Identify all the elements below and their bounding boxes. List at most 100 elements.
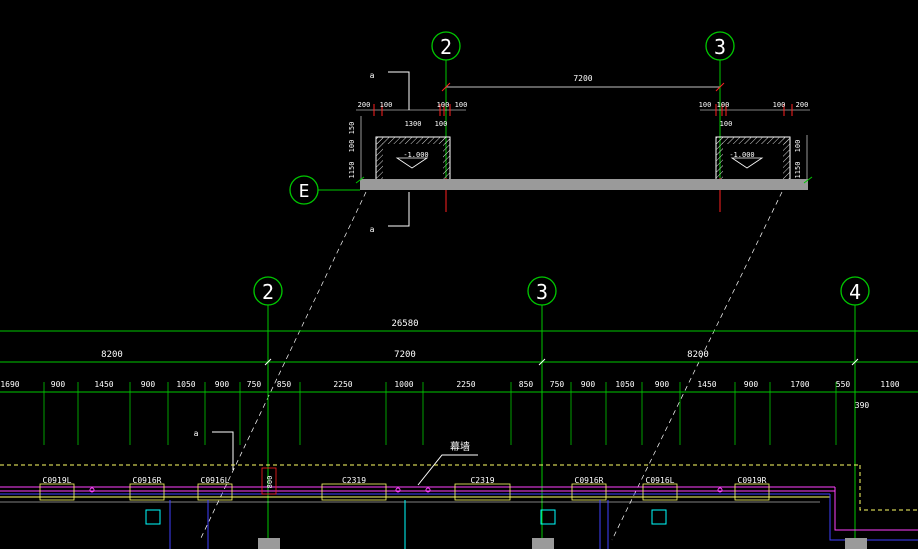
detail-view: 2 3 E 7200 200 100 100 100 1300 100 100 …: [289, 31, 813, 234]
plan-subdim-8: 2250: [333, 380, 352, 389]
detail-left-dim-0: 200: [358, 101, 371, 109]
window-label-7: C0919R: [738, 476, 767, 485]
plan-span-0: 8200: [101, 350, 123, 360]
window-frame-6: [642, 483, 678, 501]
plan-view: 2 3 4 26580 8200 7200 8200 1690 900 1450 90…: [0, 276, 918, 549]
plan-axis-3-label: 3: [536, 280, 548, 304]
projection-line-left: [199, 191, 367, 541]
tick: [264, 358, 272, 366]
window-frame-2: [197, 483, 233, 501]
plan-subdim-3: 900: [141, 380, 156, 389]
plan-section-leader: [212, 431, 234, 470]
detail-level-left: -1.000: [403, 151, 428, 159]
detail-axis-2-label: 2: [440, 35, 452, 59]
column-2: [258, 538, 280, 549]
plan-axis-2-label: 2: [262, 280, 274, 304]
detail-left-level-mark: [395, 157, 429, 169]
window-hinge-2: [425, 487, 431, 493]
plan-subdim-5: 900: [215, 380, 230, 389]
detail-rvdim-0: 100: [794, 140, 802, 153]
small-dim-label: 800: [266, 476, 274, 489]
plan-subdim-12: 750: [550, 380, 565, 389]
plan-subdim-14: 1050: [615, 380, 634, 389]
column-3: [532, 538, 554, 549]
detail-left-dim-1: 100: [380, 101, 393, 109]
window-frame-4: [454, 483, 511, 501]
hatch-side: [716, 137, 723, 181]
window-label-5: C0916R: [575, 476, 604, 485]
window-label-2: C0916L: [201, 476, 230, 485]
wall-corner-1: [859, 465, 918, 511]
detail-vdim-1: 100: [348, 140, 356, 153]
window-hinge-3: [717, 487, 723, 493]
plan-subdim-11: 850: [519, 380, 534, 389]
detail-axis-3-bubble: [705, 31, 735, 61]
plan-subdim-16: 1450: [697, 380, 716, 389]
detail-vdim-0: 150: [348, 122, 356, 135]
plan-axis-4-label: 4: [849, 280, 861, 304]
detail-left-dim-2: 100: [437, 101, 450, 109]
window-frame-7: [734, 483, 770, 501]
detail-span-label: 7200: [573, 74, 592, 83]
curtain-wall-label: 幕墙: [450, 440, 470, 453]
plan-subdim-13: 900: [581, 380, 596, 389]
plan-subdim-10: 2250: [456, 380, 475, 389]
projection-line-right: [611, 191, 783, 541]
curtain-wall-leader: [417, 454, 478, 486]
window-frame-3: [321, 483, 387, 501]
detail-section-mark-bottom: [388, 192, 410, 227]
window-label-6: C0916L: [646, 476, 675, 485]
detail-level-right: -1.000: [729, 151, 754, 159]
detail-rvdim-1: 1150: [794, 162, 802, 179]
plan-subdim-1: 900: [51, 380, 66, 389]
detail-axis-e-bubble: [289, 175, 319, 205]
window-frame-5: [571, 483, 607, 501]
plan-subdim-9: 1000: [394, 380, 413, 389]
detail-section-label-top: a: [370, 71, 375, 80]
hatch-side: [376, 137, 383, 181]
detail-section-mark-top: [388, 71, 410, 110]
detail-right-dim-0: 100: [699, 101, 712, 109]
hatch-side: [443, 137, 450, 181]
detail-left-well-hatch: [376, 137, 450, 144]
detail-axis-e-label: E: [299, 181, 310, 202]
fixture-1: [145, 509, 161, 525]
window-hinge-0: [89, 487, 95, 493]
plan-subdims: 1690 900 1450 900 1050 900 750 850 2250 1000 2250 8…: [0, 380, 900, 445]
slab-tick: [355, 176, 365, 184]
fixture-2: [540, 509, 556, 525]
small-dim-box: [261, 467, 277, 495]
tick: [538, 358, 546, 366]
hatch-side: [783, 137, 790, 181]
tick: [851, 358, 859, 366]
window-hinge-1: [395, 487, 401, 493]
plan-span-1: 7200: [394, 350, 416, 360]
slab-tick: [803, 176, 813, 184]
detail-left-dim-3: 100: [455, 101, 468, 109]
plan-subdim-extra: 390: [855, 401, 870, 410]
detail-right-dim-3: 200: [796, 101, 809, 109]
detail-vdim-2: 1150: [348, 162, 356, 179]
hatch-top: [716, 137, 790, 144]
plan-subdim-2: 1450: [94, 380, 113, 389]
plan-section-label: a: [194, 429, 199, 438]
plan-subdim-18: 1700: [790, 380, 809, 389]
detail-right-level-mark: [730, 157, 764, 169]
plan-subdim-0: 1690: [0, 380, 19, 389]
tick: [715, 82, 725, 92]
window-frame-0: [39, 483, 75, 501]
plan-span-2: 8200: [687, 350, 709, 360]
plan-total-label: 26580: [391, 319, 418, 329]
plan-subdim-7: 850: [277, 380, 292, 389]
window-label-3: C2319: [342, 476, 366, 485]
window-frame-1: [129, 483, 165, 501]
window-label-0: C0919L: [43, 476, 72, 485]
wall-corner-2: [834, 487, 918, 531]
plan-subdim-20: 1100: [880, 380, 899, 389]
window-label-4: C2319: [470, 476, 494, 485]
detail-axis-3-label: 3: [714, 35, 726, 59]
tick: [441, 82, 451, 92]
plan-subdim-15: 900: [655, 380, 670, 389]
